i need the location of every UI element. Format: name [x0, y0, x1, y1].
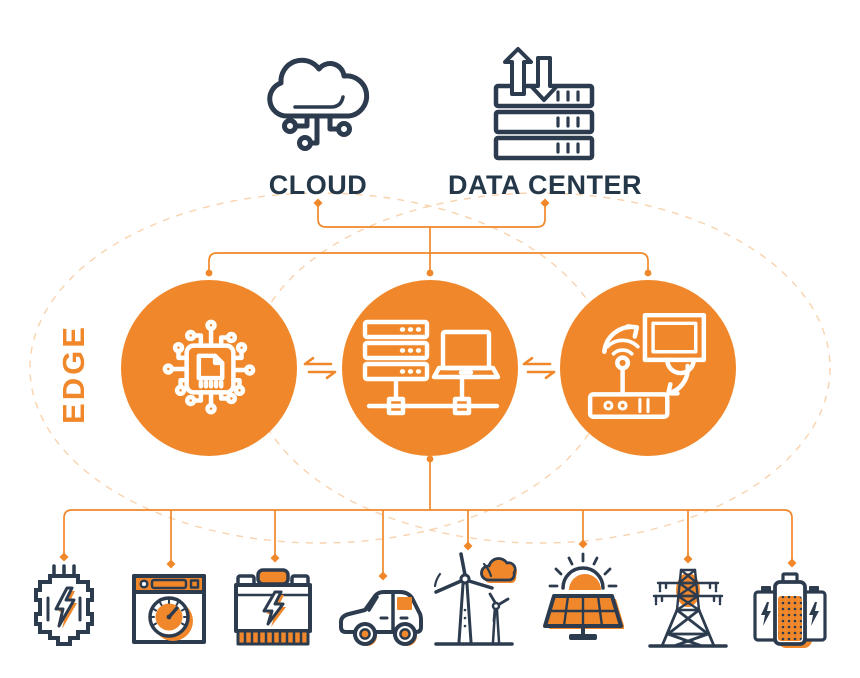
edge-server-laptop-node [342, 280, 518, 456]
edge-router-monitor-node [560, 280, 736, 456]
bidirectional-arrows-icon [303, 356, 337, 380]
solar-panel-icon [543, 552, 624, 640]
connector-dots [205, 269, 652, 463]
edge-label: EDGE [56, 324, 91, 424]
connector-arrowheads [59, 198, 797, 581]
wind-turbine-icon [433, 552, 518, 646]
cloud-label: CLOUD [268, 170, 368, 200]
edge-chip-node [121, 280, 297, 456]
server-laptop-network-icon [362, 319, 501, 416]
electric-car-icon [339, 590, 423, 646]
smart-meter-icon [132, 574, 206, 644]
circuit-chip-icon [162, 319, 256, 415]
battery-pack-icon [753, 572, 827, 648]
bidirectional-arrows-icon [522, 356, 556, 380]
transmission-tower-icon [648, 568, 728, 648]
connector-lines [63, 205, 793, 575]
electrical-panel-icon [34, 564, 94, 646]
router-monitor-sync-icon [587, 312, 707, 419]
server-stack-arrows-icon [493, 47, 595, 161]
car-battery-icon [234, 568, 312, 646]
cloud-network-icon [267, 57, 370, 151]
data-center-label: DATA CENTER [448, 170, 642, 200]
